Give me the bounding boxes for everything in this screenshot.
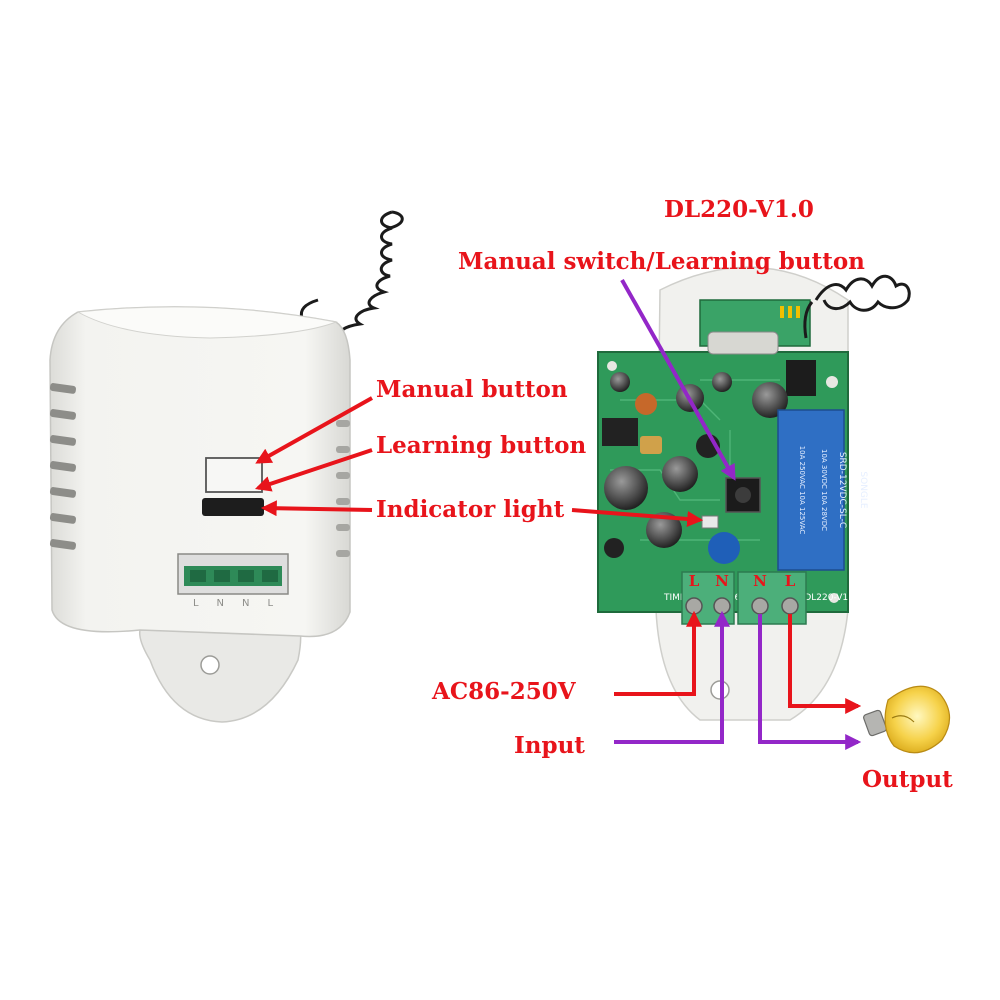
relay-rating-1: 10A 250VAC 10A 125VAC <box>798 446 806 535</box>
terminal-block: L N N L <box>681 571 807 625</box>
relay-brand: SONGLE <box>858 471 868 509</box>
relay-rating-2: 10A 30VDC 10A 28VDC <box>820 449 828 531</box>
output-label: Output <box>862 766 953 793</box>
push-button-icon[interactable] <box>725 477 761 513</box>
housing-terminal-label: L <box>267 598 274 609</box>
output-line-arrow <box>788 614 862 714</box>
pcb-board: SONGLE SRD-12VDC-SL-C 10A 250VAC 10A 125… <box>597 299 868 613</box>
learning-switch-arrow <box>620 279 736 481</box>
indicator-light-arrow <box>260 500 373 517</box>
manual-button-label: Manual button <box>376 376 568 403</box>
input-label: Input <box>514 732 585 759</box>
relay: SONGLE SRD-12VDC-SL-C 10A 250VAC 10A 125… <box>777 409 868 571</box>
board-model-mark: AK-DL220-V1.0 <box>790 593 857 603</box>
learning-button-arrow <box>254 448 373 492</box>
pcb-antenna-icon <box>803 274 911 339</box>
manual-switch-learning-label: Manual switch/Learning button <box>458 248 865 275</box>
housing-indicator-light <box>202 498 264 516</box>
terminal-label: L <box>689 572 700 590</box>
housing-terminal-label: N <box>241 598 250 609</box>
housing-terminal-label: N <box>216 598 225 609</box>
pcb-indicator-arrow <box>571 508 704 527</box>
housing-terminal-label: L <box>192 598 199 609</box>
housing-terminal-marks: L N N L <box>184 598 282 609</box>
relay-model: SRD-12VDC-SL-C <box>837 452 847 528</box>
input-neutral-arrow <box>614 610 730 744</box>
light-bulb-icon <box>863 685 951 754</box>
housing-manual-button[interactable] <box>205 457 263 493</box>
receiver-housing <box>49 306 351 723</box>
indicator-light-label: Indicator light <box>376 496 565 523</box>
terminal-label: L <box>785 572 796 590</box>
learning-button-label: Learning button <box>376 432 587 459</box>
manual-button-arrow <box>255 396 373 464</box>
voltage-label: AC86-250V <box>432 678 576 705</box>
terminal-label: N <box>753 572 767 590</box>
terminal-label: N <box>715 572 729 590</box>
model-label: DL220-V1.0 <box>664 196 814 223</box>
output-neutral-arrow <box>758 614 862 750</box>
ac-line-arrow <box>614 610 702 696</box>
